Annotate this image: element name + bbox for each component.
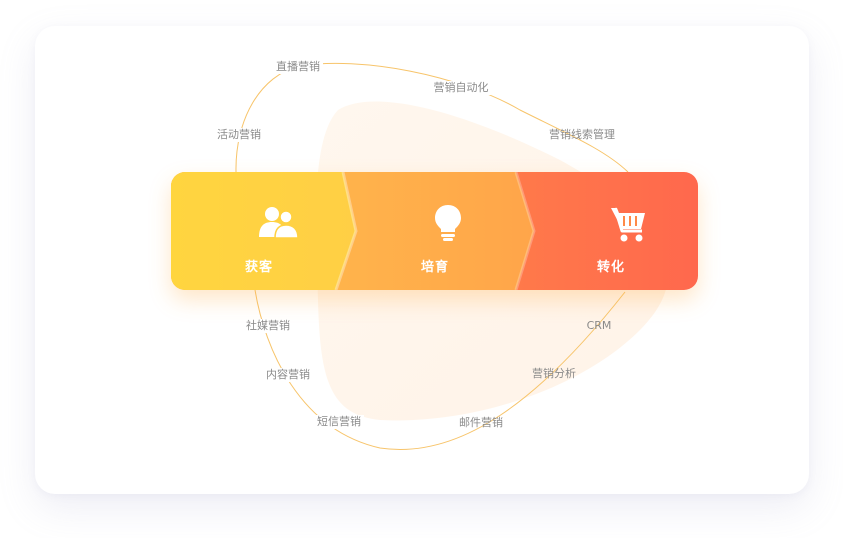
- stage-label-nurture: 培育: [420, 260, 449, 275]
- stage-label-acquire: 获客: [244, 260, 273, 275]
- label-lead-management: 营销线索管理: [549, 128, 615, 141]
- stage-acquire: 获客: [171, 172, 347, 290]
- label-email-marketing: 邮件营销: [459, 416, 503, 429]
- label-live-marketing: 直播营销: [273, 60, 323, 74]
- stage-label-convert: 转化: [596, 260, 625, 275]
- label-marketing-analytics: 营销分析: [532, 367, 576, 380]
- stage-nurture: 培育: [347, 172, 523, 290]
- label-marketing-automation: 营销自动化: [430, 81, 492, 95]
- orbit-curve-bottom: [254, 289, 626, 450]
- stage-convert: 转化: [523, 172, 698, 290]
- stage-segment-2: [331, 172, 534, 290]
- label-sms-marketing: 短信营销: [314, 415, 364, 429]
- label-social-media-marketing: 社媒营销: [243, 319, 293, 333]
- label-content-marketing: 内容营销: [263, 368, 313, 382]
- stage-band-graphics: [171, 172, 698, 290]
- label-crm: CRM: [586, 319, 612, 332]
- orbit-curve-top: [235, 62, 629, 173]
- label-event-marketing: 活动营销: [214, 128, 264, 142]
- stage-band: 获客 培育: [171, 172, 698, 290]
